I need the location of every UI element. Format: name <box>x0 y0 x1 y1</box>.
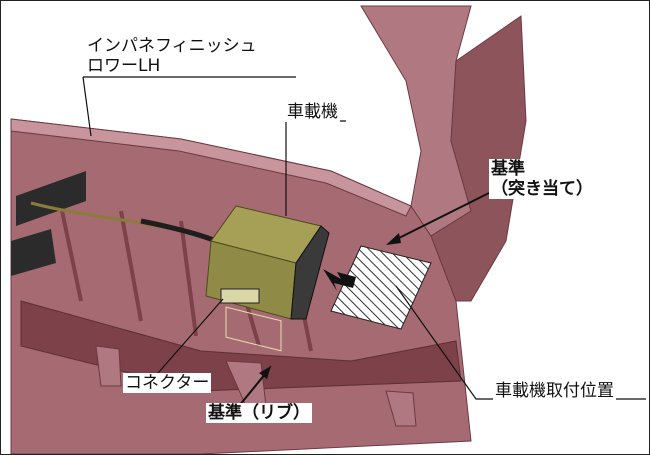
mounting-position-label: 車載機取付位置 <box>493 381 616 401</box>
connector-socket <box>220 288 260 304</box>
panel-name-line2: ロワーLH <box>87 56 161 76</box>
panel-name-label: インパネフィニッシュ ロワーLH <box>85 36 259 76</box>
panel-rib <box>179 220 198 337</box>
reference-label: 基準 （突き当て） <box>489 159 595 199</box>
antenna-cable-sheath <box>140 218 217 244</box>
panel-tab <box>385 390 417 427</box>
onboard-unit <box>205 205 330 352</box>
unit-label-area <box>225 306 282 352</box>
panel-rib <box>244 300 261 347</box>
unit-side-face <box>290 225 330 320</box>
panel-right-wall <box>430 15 527 302</box>
panel-name-line1: インパネフィニッシュ <box>87 36 257 56</box>
rib-arrow <box>238 366 271 407</box>
reference-arrow <box>386 192 490 245</box>
panel-lower-lip <box>20 300 462 392</box>
insertion-arrow <box>323 269 356 291</box>
panel-top-rim <box>10 118 412 217</box>
reference-rib-label: 基準（リブ） <box>206 403 312 423</box>
foam-strip <box>11 229 56 276</box>
leader-panel <box>82 76 296 137</box>
panel-rib <box>119 210 143 322</box>
reference-line1: 基準 <box>491 159 525 179</box>
onboard-unit-label: 車載機 <box>285 102 340 122</box>
panel-tab <box>95 345 122 387</box>
connector-label: コネクター <box>123 373 212 393</box>
panel-rib <box>59 205 83 302</box>
reference-line2: （突き当て） <box>491 179 593 199</box>
mounting-position-hatch <box>330 245 432 330</box>
foam-strip <box>16 171 86 226</box>
